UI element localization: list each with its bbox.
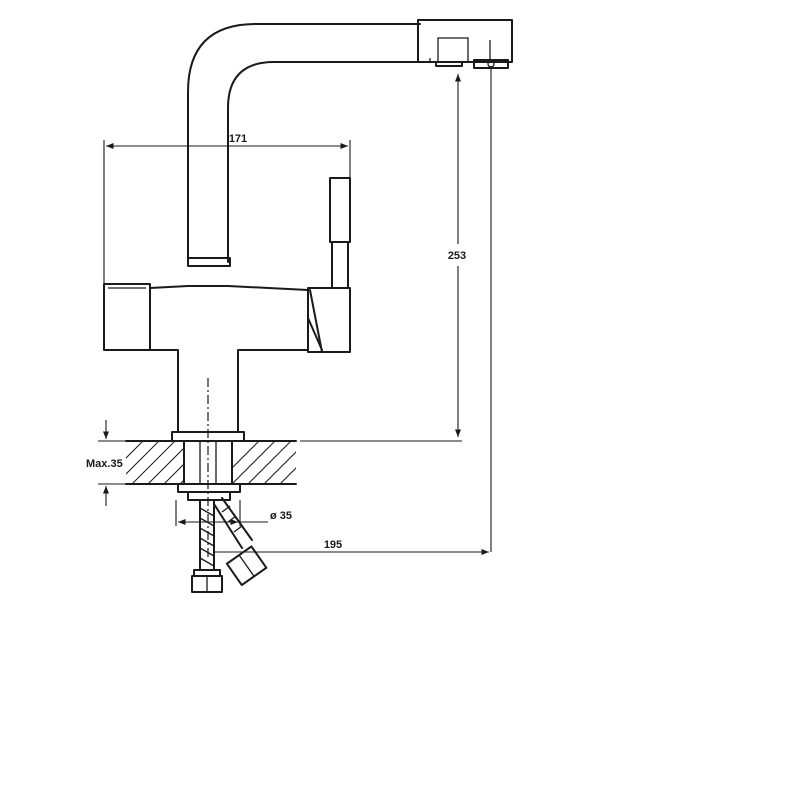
supply-hoses — [191, 497, 268, 593]
spout — [187, 19, 513, 263]
dimension-width: 171 — [103, 133, 351, 286]
dimension-width-label: 171 — [229, 133, 247, 145]
dimension-reach: 195 — [214, 66, 492, 556]
dimension-height: 253 — [300, 74, 472, 442]
dimension-reach-label: 195 — [324, 539, 342, 551]
faucet-body — [103, 177, 351, 560]
dimension-max-thickness: Max.35 — [86, 420, 126, 506]
dimension-hole-diameter: ø 35 — [175, 500, 292, 526]
dimension-max-thickness-label: Max.35 — [86, 458, 123, 470]
dimension-hole-diameter-label: ø 35 — [270, 510, 292, 522]
countertop-section — [125, 431, 297, 501]
dimension-height-label: 253 — [448, 250, 466, 262]
